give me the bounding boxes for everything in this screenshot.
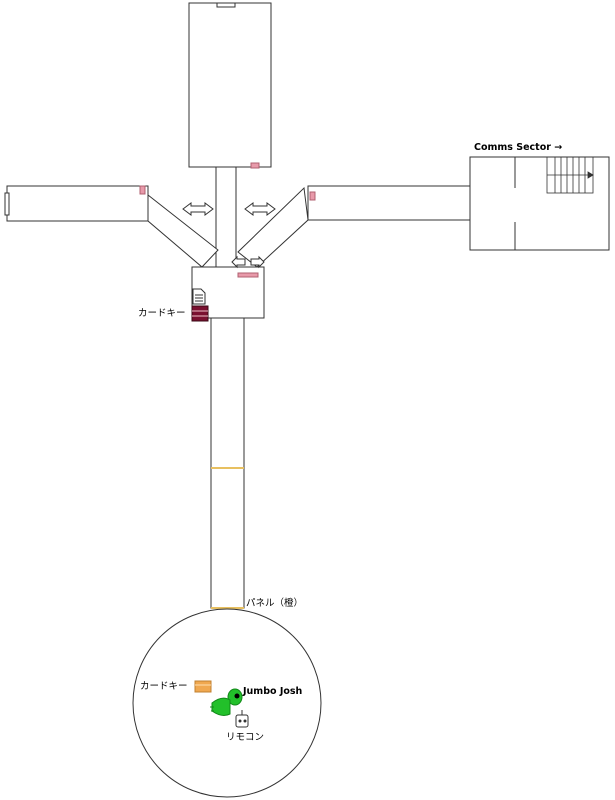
keycard-label-upper: カードキー <box>138 308 186 319</box>
jumbo-josh-label: Jumbo Josh <box>243 686 303 697</box>
right-corridor-door-pink <box>309 191 316 201</box>
top-room-door-pink <box>250 162 260 169</box>
remote-label: リモコン <box>226 732 265 743</box>
left-corridor <box>6 185 149 222</box>
left-corridor-door <box>4 192 10 216</box>
comms-room <box>469 156 610 251</box>
top-room <box>188 2 272 168</box>
comms-sector-label[interactable]: Comms Sector → <box>474 142 563 153</box>
remote-icon[interactable] <box>235 710 249 728</box>
panel-orange-label: パネル（橙） <box>246 598 304 609</box>
jumbo-josh-icon[interactable] <box>210 688 243 716</box>
left-corridor-door-pink <box>139 185 146 195</box>
small-arrow-left <box>231 255 246 269</box>
keycard-icon-upper[interactable] <box>191 305 209 322</box>
main-corridor <box>210 317 245 609</box>
double-arrow-left <box>182 202 214 216</box>
right-diagonal-arm <box>237 186 309 268</box>
stairs-icon <box>546 156 594 194</box>
hub-door-pink <box>237 272 259 278</box>
keycard-label-lower: カードキー <box>140 681 188 692</box>
top-room-door-top <box>216 2 236 8</box>
keycard-icon-lower[interactable] <box>194 680 212 693</box>
double-arrow-right <box>244 202 276 216</box>
right-corridor <box>307 185 471 221</box>
small-arrow-right <box>250 255 265 269</box>
document-icon <box>192 288 206 305</box>
